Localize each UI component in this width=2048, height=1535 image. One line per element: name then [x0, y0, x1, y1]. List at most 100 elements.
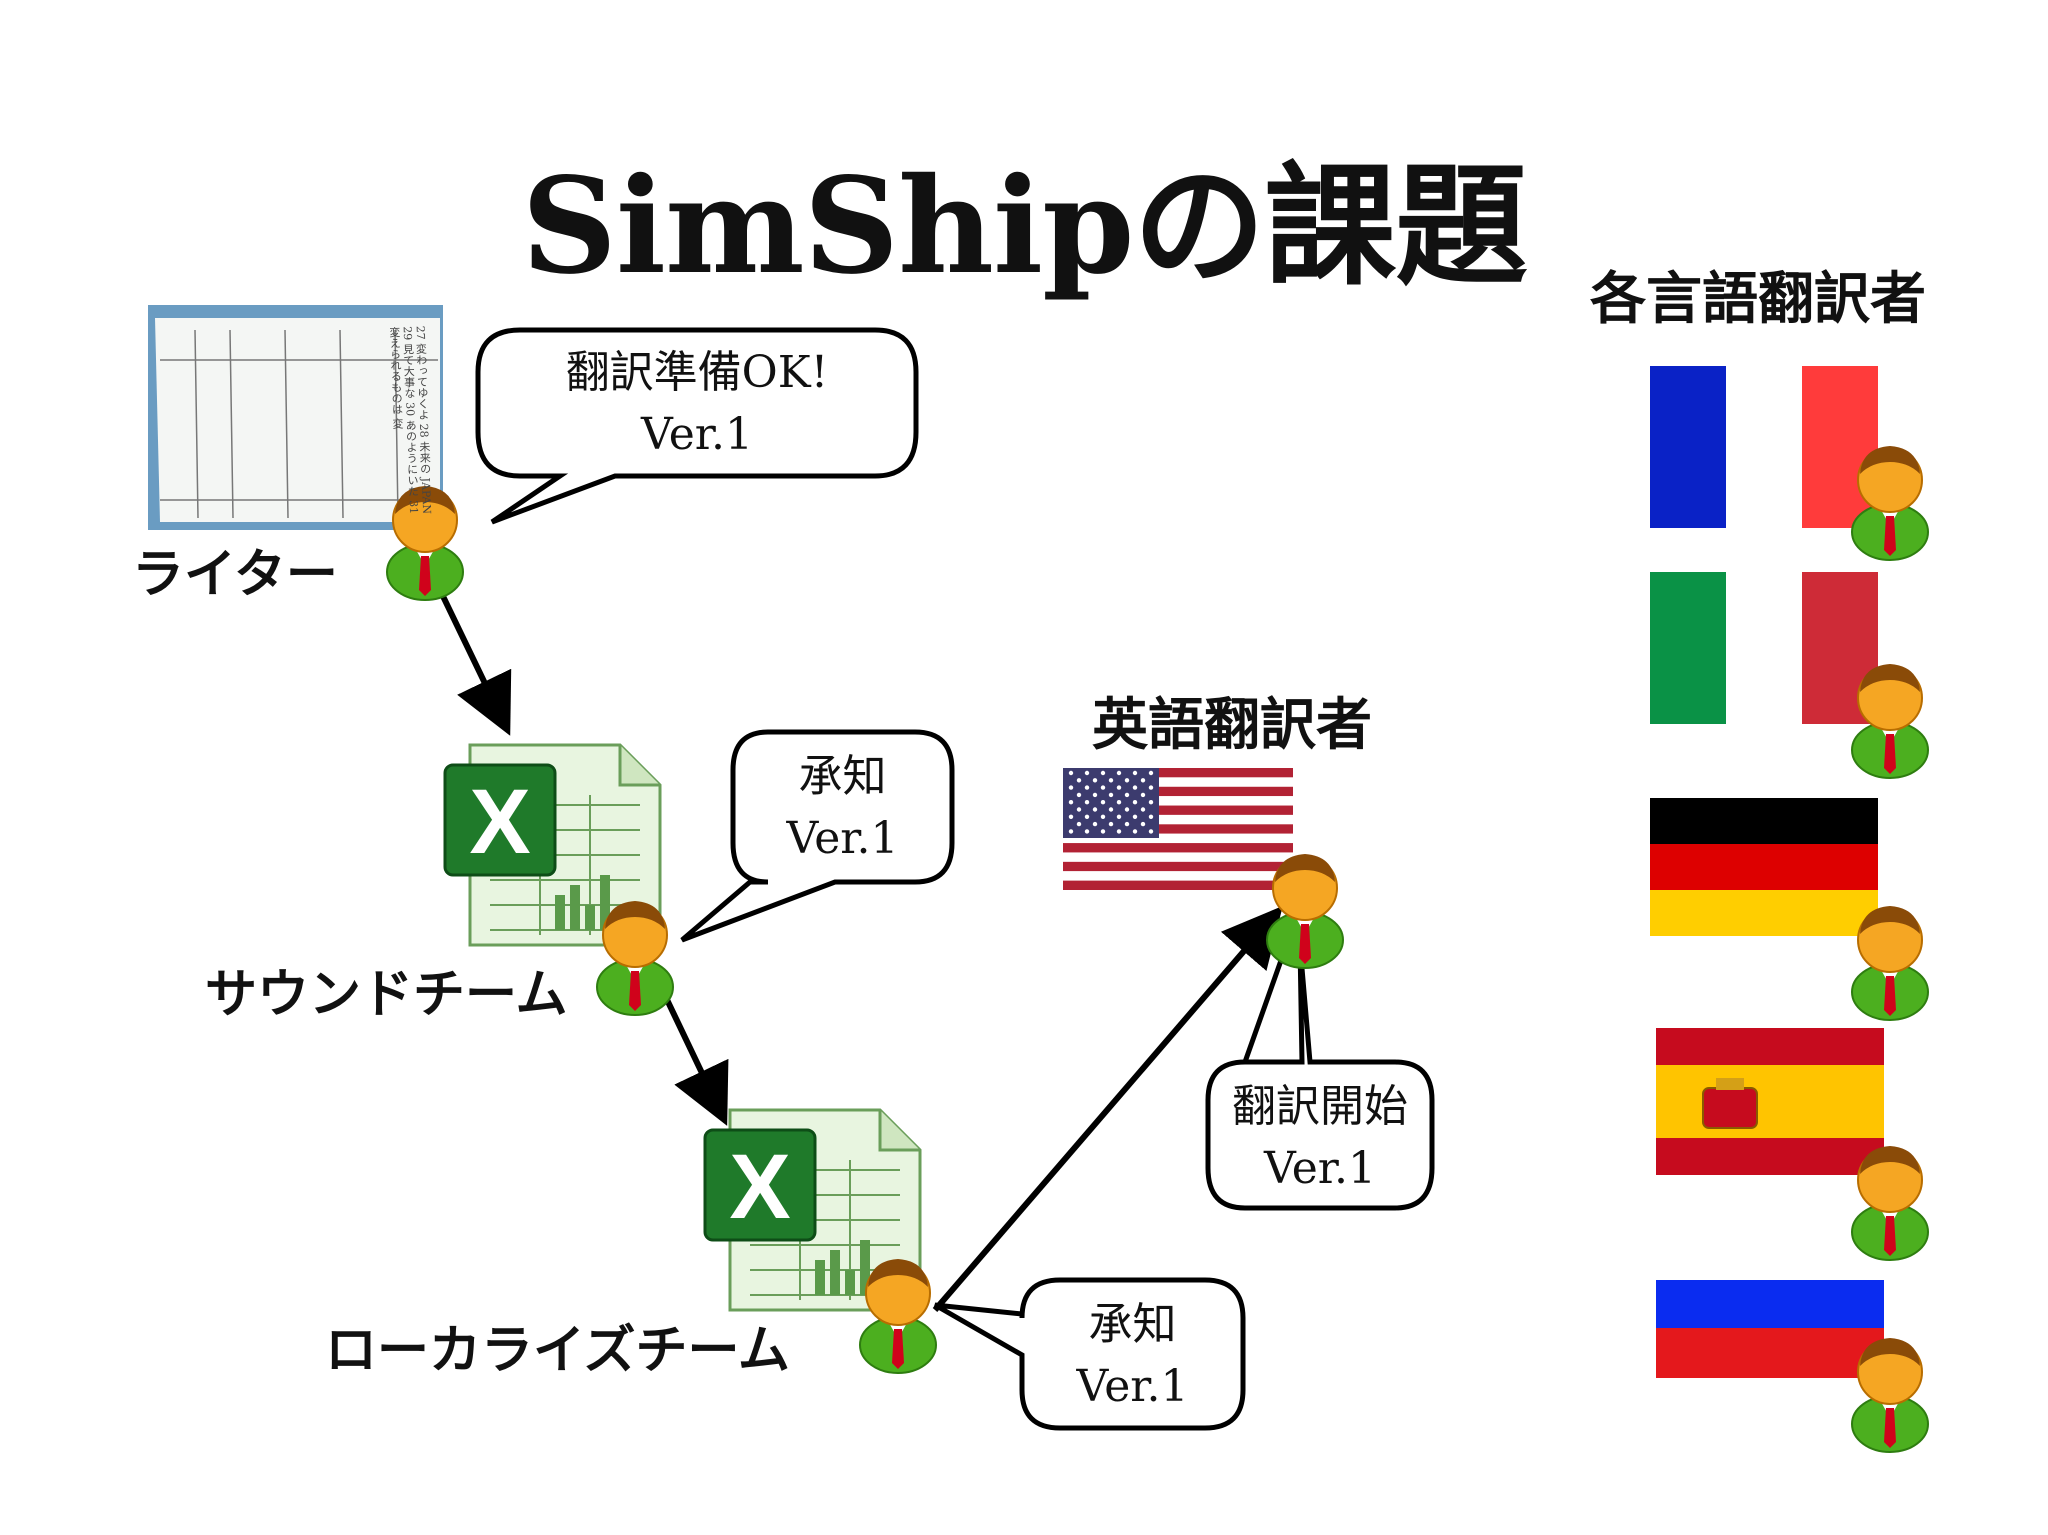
usa-star: [1092, 821, 1098, 827]
flag-usa: [1063, 768, 1293, 890]
document-line: 未来の: [417, 440, 432, 475]
usa-star: [1132, 785, 1138, 790]
usa-star: [1100, 829, 1106, 834]
arrow-localize-to-english: [932, 905, 1283, 1312]
usa-stripe: [1063, 796, 1293, 806]
bubble-sound-text: 承知 Ver.1: [733, 746, 952, 870]
bubble-localize-text: 承知 Ver.1: [1022, 1294, 1243, 1418]
arrow-sound-to-localize: [657, 983, 729, 1126]
usa-star: [1084, 800, 1090, 805]
document-line: あのようにいた: [403, 419, 420, 497]
bubble-localize-line1: 承知: [1088, 1299, 1177, 1350]
usa-star: [1140, 821, 1146, 827]
document-line: 変わってゆくよ: [414, 343, 430, 421]
flag-germany: [1650, 798, 1878, 936]
usa-star: [1100, 800, 1106, 805]
usa-star: [1132, 814, 1138, 819]
usa-star: [1148, 829, 1154, 834]
usa-star: [1124, 821, 1130, 827]
usa-star: [1148, 800, 1154, 805]
person-icon: [1851, 1337, 1929, 1453]
usa-star: [1132, 829, 1138, 834]
usa-star: [1116, 800, 1122, 805]
usa-star: [1100, 785, 1106, 790]
usa-star: [1140, 807, 1146, 812]
document-line: JAPAN: [418, 477, 434, 515]
speech-bubble-sound: [680, 729, 955, 943]
usa-stripe: [1063, 880, 1293, 890]
document-line: 27: [413, 325, 428, 340]
arrow-writer-to-sound: [437, 588, 512, 736]
usa-star: [1148, 814, 1154, 819]
document-line: 見て大事な: [401, 343, 417, 399]
usa-stripe: [1063, 861, 1293, 872]
usa-star: [1132, 770, 1138, 776]
usa-star: [1068, 829, 1074, 834]
usa-star: [1148, 785, 1154, 790]
usa-star: [1100, 770, 1106, 776]
speech-bubble-localize: [933, 1277, 1246, 1431]
person-icon: [1266, 853, 1344, 969]
usa-star: [1108, 821, 1114, 827]
usa-star: [1068, 770, 1074, 776]
bubble-sound-line1: 承知: [798, 751, 887, 802]
bubble-writer-line2: Ver.1: [641, 409, 753, 460]
usa-star: [1076, 778, 1082, 783]
flag-spain: [1656, 1028, 1884, 1175]
usa-star: [1124, 792, 1130, 798]
usa-star: [1116, 770, 1122, 776]
usa-stripe: [1063, 843, 1293, 853]
label-sound-team: サウンドチーム: [205, 964, 568, 1025]
usa-stripe: [1063, 871, 1293, 881]
document-line: 31: [406, 499, 421, 515]
flag-russia: [1656, 1280, 1884, 1378]
usa-star: [1076, 792, 1082, 798]
usa-star: [1084, 829, 1090, 834]
person-icon: [596, 900, 674, 1016]
usa-star: [1140, 792, 1146, 798]
usa-stripe: [1063, 805, 1293, 815]
label-localize-team: ローカライズチーム: [325, 1320, 790, 1381]
usa-star: [1076, 821, 1082, 827]
usa-star: [1124, 778, 1130, 783]
usa-star: [1140, 778, 1146, 783]
person-icon: [1851, 1145, 1929, 1261]
usa-star: [1068, 785, 1074, 790]
usa-star: [1108, 778, 1114, 783]
usa-stripe: [1063, 786, 1293, 797]
document-text: 27 変わってゆくよ 28 未来の JAPAN 29 見て大事な 30 あのよう…: [167, 325, 434, 525]
usa-star: [1116, 829, 1122, 834]
usa-stripe: [1063, 824, 1293, 834]
usa-star: [1108, 792, 1114, 798]
usa-star: [1068, 814, 1074, 819]
bubble-english-line2: Ver.1: [1264, 1143, 1376, 1194]
bubble-writer-line1: 翻訳準備OK!: [565, 347, 829, 398]
speech-bubble-english: [1205, 944, 1435, 1211]
usa-star: [1132, 800, 1138, 805]
usa-star: [1084, 785, 1090, 790]
usa-stripe: [1063, 833, 1293, 844]
usa-stripe: [1063, 768, 1293, 778]
document-photo: [148, 305, 443, 530]
usa-star: [1076, 807, 1082, 812]
label-all-translators: 各言語翻訳者: [1590, 266, 1926, 332]
person-icon: [859, 1258, 937, 1374]
label-writer: ライター: [132, 544, 338, 605]
usa-stripe: [1063, 852, 1293, 862]
document-line: 29: [400, 325, 415, 341]
usa-star: [1100, 814, 1106, 819]
usa-star: [1092, 778, 1098, 783]
document-line: 30: [403, 401, 417, 417]
usa-star: [1108, 807, 1114, 812]
usa-stripe: [1063, 814, 1293, 825]
flag-france: [1650, 366, 1878, 528]
speech-bubble-writer: [475, 327, 919, 525]
usa-star: [1068, 800, 1074, 805]
bubble-sound-line2: Ver.1: [786, 813, 899, 864]
usa-stripe: [1063, 777, 1293, 787]
usa-star: [1124, 807, 1130, 812]
label-english-translator: 英語翻訳者: [1092, 692, 1372, 758]
bubble-english-line1: 翻訳開始: [1232, 1081, 1408, 1132]
bubble-writer-text: 翻訳準備OK! Ver.1: [478, 342, 916, 466]
usa-star: [1084, 770, 1090, 776]
